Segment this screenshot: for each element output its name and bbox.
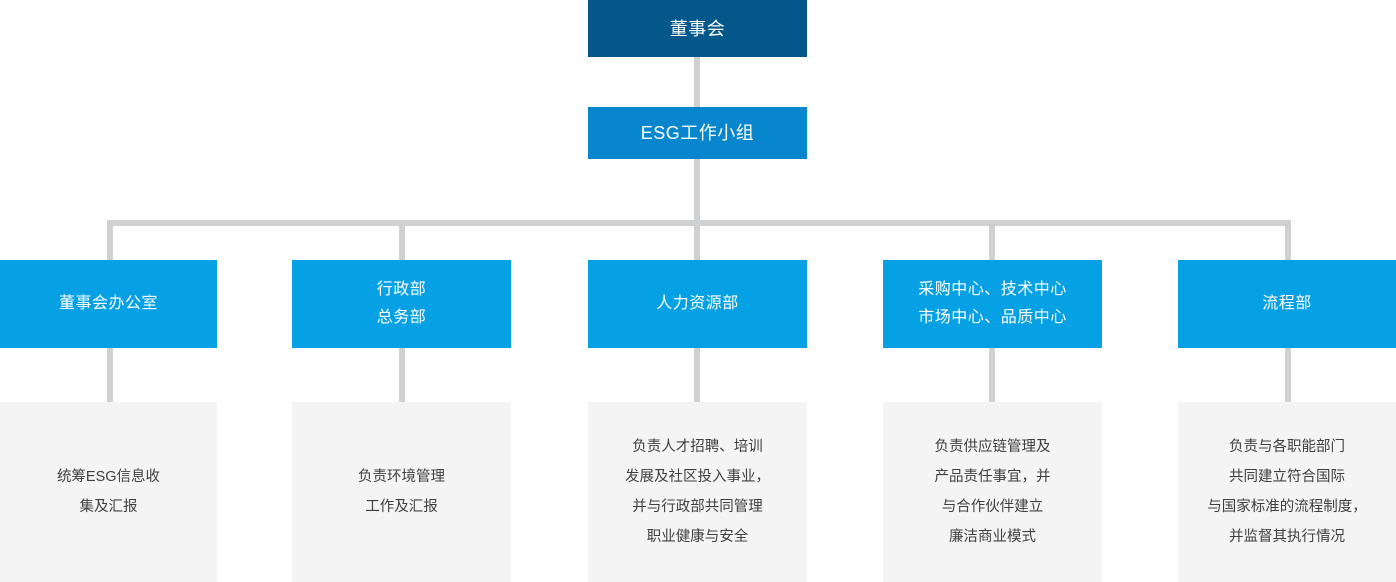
node-department-process-department[interactable]: 流程部 — [1178, 260, 1396, 348]
node-department-admin-general-affairs[interactable]: 行政部 总务部 — [292, 260, 511, 348]
description-line: 与合作伙伴建立 — [941, 499, 1044, 515]
description-line: 集及汇报 — [79, 499, 138, 515]
node-esg-working-group-label: ESG工作小组 — [640, 123, 755, 143]
connector-bus-to-dept-4 — [989, 220, 995, 260]
description-line: 并监督其执行情况 — [1229, 529, 1345, 545]
node-esg-working-group[interactable]: ESG工作小组 — [588, 107, 807, 159]
connector-dept-4-to-desc — [989, 348, 995, 404]
node-board[interactable]: 董事会 — [588, 0, 807, 57]
description-line: 产品责任事宜，并 — [934, 469, 1051, 485]
connector-bus-to-dept-1 — [107, 220, 113, 260]
node-board-label: 董事会 — [669, 18, 726, 39]
description-line: 负责供应链管理及 — [934, 439, 1051, 455]
description-line: 廉洁商业模式 — [949, 529, 1036, 545]
description-line: 负责环境管理 — [358, 469, 445, 485]
node-department-line: 行政部 — [376, 281, 427, 298]
description-line: 工作及汇报 — [365, 499, 438, 515]
node-department-line: 总务部 — [376, 309, 427, 326]
description-line: 与国家标准的流程制度， — [1207, 499, 1367, 515]
description-line: 负责与各职能部门 — [1229, 439, 1345, 455]
connector-bus-to-dept-2 — [399, 220, 405, 260]
connector-dept-1-to-desc — [107, 348, 113, 404]
node-department-human-resources[interactable]: 人力资源部 — [588, 260, 807, 348]
description-line: 职业健康与安全 — [646, 529, 749, 545]
description-procurement-technology-market-quality: 负责供应链管理及 产品责任事宜，并 与合作伙伴建立 廉洁商业模式 — [883, 402, 1102, 582]
description-line: 共同建立符合国际 — [1229, 469, 1345, 485]
description-admin-general-affairs: 负责环境管理 工作及汇报 — [292, 402, 511, 582]
connector-root-to-group — [694, 57, 700, 107]
connector-bus-to-dept-5 — [1285, 220, 1291, 260]
node-department-line: 人力资源部 — [656, 295, 739, 312]
description-board-office: 统筹ESG信息收 集及汇报 — [0, 402, 217, 582]
connector-dept-3-to-desc — [694, 348, 700, 404]
node-department-line: 董事会办公室 — [58, 295, 158, 312]
description-line: 发展及社区投入事业， — [625, 469, 770, 485]
node-department-line: 流程部 — [1262, 295, 1312, 312]
description-line: 负责人才招聘、培训 — [632, 439, 763, 455]
node-department-procurement-technology-market-quality[interactable]: 采购中心、技术中心 市场中心、品质中心 — [883, 260, 1102, 348]
node-department-board-office[interactable]: 董事会办公室 — [0, 260, 217, 348]
description-human-resources: 负责人才招聘、培训 发展及社区投入事业， 并与行政部共同管理 职业健康与安全 — [588, 402, 807, 582]
connector-bus-to-dept-3 — [694, 220, 700, 260]
connector-dept-2-to-desc — [399, 348, 405, 404]
description-process-department: 负责与各职能部门 共同建立符合国际 与国家标准的流程制度， 并监督其执行情况 — [1178, 402, 1396, 582]
connector-group-to-bus — [694, 158, 700, 223]
description-line: 统筹ESG信息收 — [56, 469, 161, 485]
node-department-line: 市场中心、品质中心 — [918, 309, 1067, 326]
description-line: 并与行政部共同管理 — [632, 499, 763, 515]
node-department-line: 采购中心、技术中心 — [918, 281, 1067, 298]
connector-dept-5-to-desc — [1285, 348, 1291, 404]
